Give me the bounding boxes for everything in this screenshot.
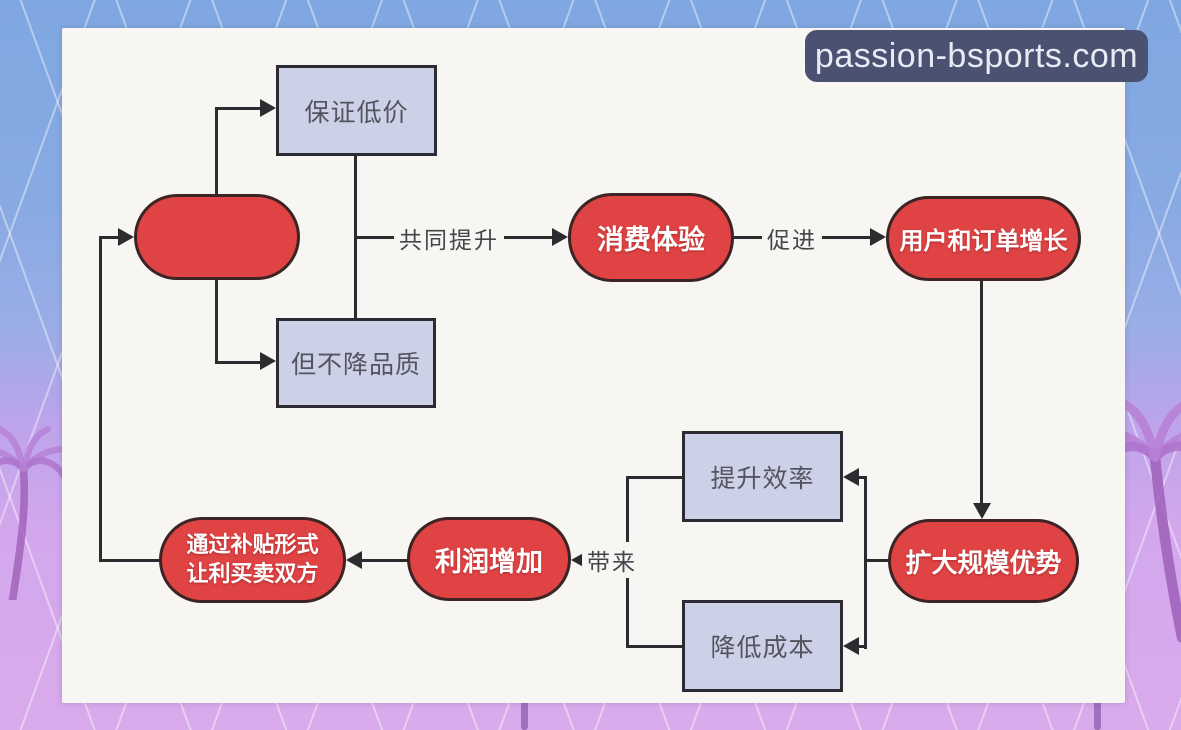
- flow-line: [215, 361, 260, 364]
- arrowhead-left: [346, 551, 362, 569]
- node-user-order-growth: 用户和订单增长: [886, 196, 1081, 281]
- node-reduce-cost: 降低成本: [682, 600, 843, 692]
- flow-line: [980, 280, 983, 505]
- flow-line: [628, 476, 684, 479]
- node-label: 但不降品质: [290, 351, 421, 379]
- node-profit-increase: 利润增加: [407, 517, 571, 601]
- node-expand-scale: 扩大规模优势: [888, 519, 1079, 603]
- palm-trunk-decoration: [1094, 690, 1101, 730]
- node-improve-efficiency: 提升效率: [682, 431, 843, 522]
- arrowhead-right: [118, 228, 134, 246]
- flow-line: [99, 559, 160, 562]
- node-label: 利润增加: [435, 546, 543, 577]
- flow-line: [864, 559, 890, 562]
- node-keep-quality: 但不降品质: [276, 318, 436, 408]
- flow-line: [857, 476, 867, 479]
- edge-label-jointly-improve: 共同提升: [394, 220, 504, 256]
- node-label: 扩大规模优势: [905, 547, 1062, 578]
- watermark-text: passion-bsports.com: [814, 36, 1139, 75]
- node-start: [134, 194, 300, 280]
- node-label: 消费体验: [597, 225, 705, 255]
- palm-trunk-decoration: [521, 690, 528, 730]
- flow-line: [215, 107, 218, 196]
- node-label: 降低成本: [710, 634, 815, 662]
- arrowhead-left: [843, 637, 859, 655]
- node-guarantee-low-price: 保证低价: [276, 65, 437, 156]
- arrowhead-right: [260, 352, 276, 370]
- flow-line: [628, 645, 684, 648]
- watermark-badge: passion-bsports.com: [805, 30, 1148, 82]
- flow-line: [857, 645, 867, 648]
- arrowhead-down: [973, 503, 991, 519]
- arrowhead-left: [843, 468, 859, 486]
- node-consumer-experience: 消费体验: [568, 193, 734, 282]
- flow-line: [362, 559, 408, 562]
- flow-line: [99, 236, 120, 239]
- flow-line: [99, 236, 102, 562]
- flow-line: [215, 279, 218, 364]
- arrowhead-right: [552, 228, 568, 246]
- node-label: 保证低价: [304, 98, 409, 127]
- node-label-line1: 通过补贴形式: [186, 532, 319, 558]
- edge-label-bring: 带来: [582, 542, 642, 578]
- arrowhead-right: [260, 99, 276, 117]
- flow-line: [215, 107, 261, 110]
- node-label: 用户和订单增长: [899, 228, 1068, 255]
- arrowhead-right: [870, 228, 886, 246]
- flow-line: [864, 476, 867, 649]
- edge-label-promote: 促进: [762, 220, 822, 256]
- flow-line: [354, 154, 357, 320]
- node-subsidy: 通过补贴形式 让利买卖双方: [159, 517, 346, 603]
- node-label-line2: 让利买卖双方: [186, 561, 319, 586]
- node-label: 提升效率: [710, 464, 815, 493]
